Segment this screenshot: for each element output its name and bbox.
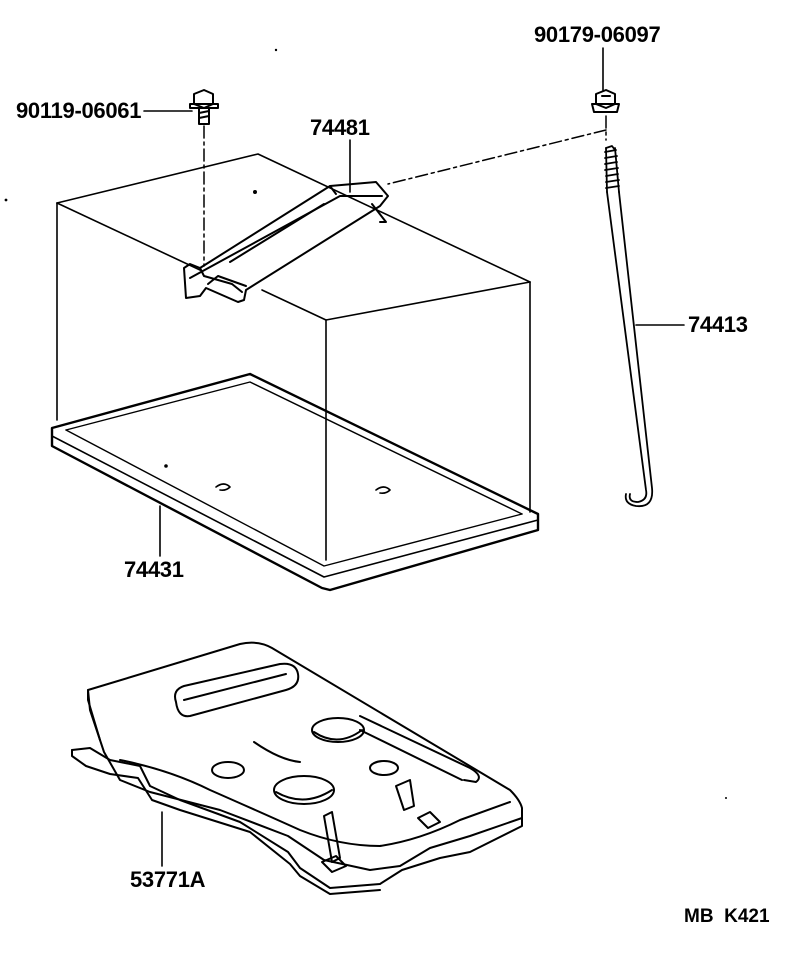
battery-clamp: [183, 181, 389, 303]
leader-lines: [143, 47, 685, 867]
footer-code: MB K421: [684, 906, 770, 927]
label-bracket: 53771A: [130, 867, 206, 892]
label-bolt: 90119-06061: [16, 98, 141, 123]
label-nut: 90179-06097: [534, 22, 660, 47]
assembly-guides: [203, 115, 607, 267]
battery-bracket: [71, 641, 523, 895]
battery-tray: [50, 372, 540, 592]
battery-outline: [56, 153, 531, 561]
label-clamp: 74481: [310, 115, 370, 140]
label-rod: 74413: [688, 312, 748, 337]
hold-down-rod: [604, 145, 654, 508]
bolt: [189, 89, 219, 125]
specks: [4, 48, 727, 799]
label-tray: 74431: [124, 557, 184, 582]
nut: [591, 89, 620, 113]
